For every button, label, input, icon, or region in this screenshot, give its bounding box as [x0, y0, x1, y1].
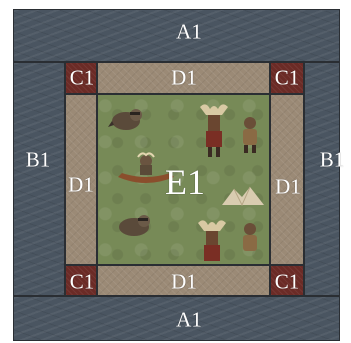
moose-icon [196, 101, 232, 159]
raccoon-icon [108, 103, 146, 133]
raccoon-icon-lower [114, 211, 154, 239]
label-c1-bottom-right: C1 [275, 272, 300, 293]
label-a1-bottom: A1 [176, 310, 202, 331]
label-b1-right: B1 [320, 150, 345, 171]
label-e1-center: E1 [165, 164, 205, 200]
label-c1-bottom-left: C1 [70, 272, 95, 293]
label-c1-top-right: C1 [275, 68, 300, 89]
label-a1-top: A1 [176, 22, 202, 43]
label-d1-top: D1 [171, 68, 197, 89]
bear-icon [238, 115, 262, 155]
label-b1-left: B1 [26, 150, 51, 171]
label-c1-top-left: C1 [70, 68, 95, 89]
piece-b1-left [13, 62, 65, 296]
label-d1-left: D1 [68, 175, 94, 196]
tent-icon [220, 183, 266, 207]
piece-b1-right [304, 62, 340, 296]
label-d1-right: D1 [275, 177, 301, 198]
bear-icon-lower [238, 221, 262, 261]
label-d1-bottom: D1 [171, 272, 197, 293]
moose-icon-lower [194, 217, 230, 263]
